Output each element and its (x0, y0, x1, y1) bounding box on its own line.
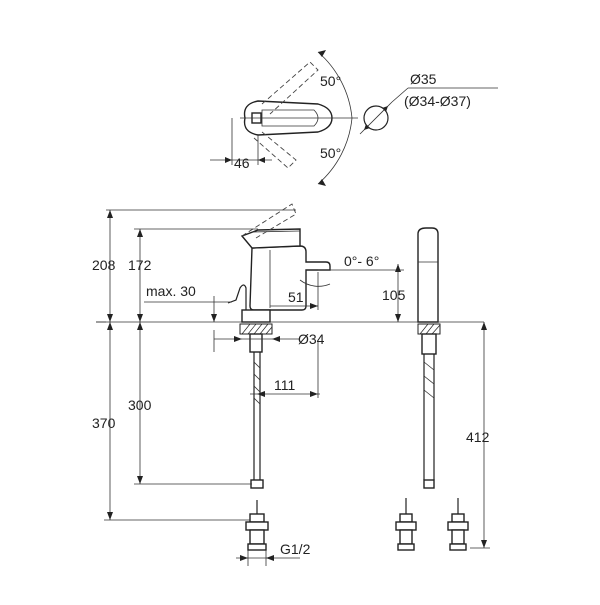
dim-105-arrow-top (395, 264, 401, 272)
diameter-range-label: (Ø34-Ø37) (404, 93, 471, 109)
dim-111-arrow-b (310, 391, 318, 397)
height-300-label: 300 (128, 397, 152, 413)
hole-circle (363, 105, 389, 131)
max-30-label: max. 30 (146, 283, 196, 299)
width-46-label: 46 (234, 155, 250, 171)
hole-arrow-b (382, 106, 388, 112)
dim-max30-arrow (211, 314, 217, 322)
hole-leader (391, 87, 409, 103)
hose-front (253, 352, 261, 480)
faucet-base (241, 309, 271, 323)
height-208-label: 208 (92, 257, 116, 273)
dim-105-arrow-bottom (395, 314, 401, 322)
dim-111-arrow-a (257, 391, 265, 397)
diameter-34-label: Ø34 (298, 331, 325, 347)
height-172-label: 172 (128, 257, 152, 273)
hose-end (250, 479, 264, 489)
dim-370-arrow-top (107, 322, 113, 330)
dim-370-arrow-bottom (107, 512, 113, 520)
dim-300-arrow-bottom (137, 476, 143, 484)
dim-172-arrow-bottom (137, 314, 143, 322)
arc-top-arrow (318, 50, 326, 57)
lever-top-edge (251, 230, 301, 233)
angle-bottom-label: 50° (320, 145, 341, 161)
spout-51-label: 51 (288, 289, 304, 305)
dim-300-arrow-top (137, 322, 143, 330)
top-view: 50° 50° 46 Ø35 (Ø34-Ø37) (210, 50, 498, 186)
arc-top (317, 51, 353, 119)
side-fixing-hatch (417, 323, 441, 335)
reach-111-label: 111 (274, 377, 295, 393)
dim-172-arrow-top (137, 229, 143, 237)
side-view: 412 (395, 227, 490, 551)
hose-pattern (253, 361, 261, 405)
lever-rotated-up (261, 61, 319, 115)
fixing-stud (249, 333, 263, 353)
dim-34-arrow-b (272, 336, 280, 342)
arc-bottom (317, 117, 353, 185)
dim-412-arrow-top (481, 322, 487, 330)
popup-rod (227, 284, 247, 310)
lever-rotated-down (253, 131, 297, 169)
dim-51-arrow (310, 303, 318, 309)
side-hoses (423, 354, 435, 480)
tilt-label: 0°- 6° (344, 253, 379, 269)
dim-34-arrow-a (234, 336, 242, 342)
dim-46-arrow-b (258, 157, 265, 163)
arc-bottom-arrow (318, 179, 326, 186)
side-stud (421, 333, 437, 355)
side-valve-right (447, 498, 469, 551)
dim-208-arrow-bottom (107, 314, 113, 322)
angle-top-label: 50° (320, 73, 341, 89)
front-view: 208 172 max. 30 51 0°- 6° 105 Ø34 (92, 203, 410, 566)
side-hose-end (423, 479, 435, 489)
lever-top-inner (261, 109, 319, 127)
height-370-label: 370 (92, 415, 116, 431)
angle-valve-front (245, 500, 269, 551)
lever-front (240, 228, 301, 249)
dim-412-arrow-bottom (481, 540, 487, 548)
tilt-arc (299, 279, 331, 287)
fixing-hatch (239, 323, 273, 335)
diameter-35-label: Ø35 (410, 71, 437, 87)
dim-g12-arrow-b (266, 555, 274, 561)
dim-g12-arrow-a (240, 555, 248, 561)
hose-412-label: 412 (466, 429, 490, 445)
height-105-label: 105 (382, 287, 406, 303)
thread-label: G1/2 (280, 541, 311, 557)
hole-arrow-a (364, 124, 370, 130)
side-valve-left (395, 498, 417, 551)
dim-208-arrow-top (107, 210, 113, 218)
side-hose-pattern (423, 361, 435, 399)
side-body (417, 227, 439, 323)
lever-raised-dashed (241, 203, 297, 239)
dim-46-arrow-a (225, 157, 232, 163)
